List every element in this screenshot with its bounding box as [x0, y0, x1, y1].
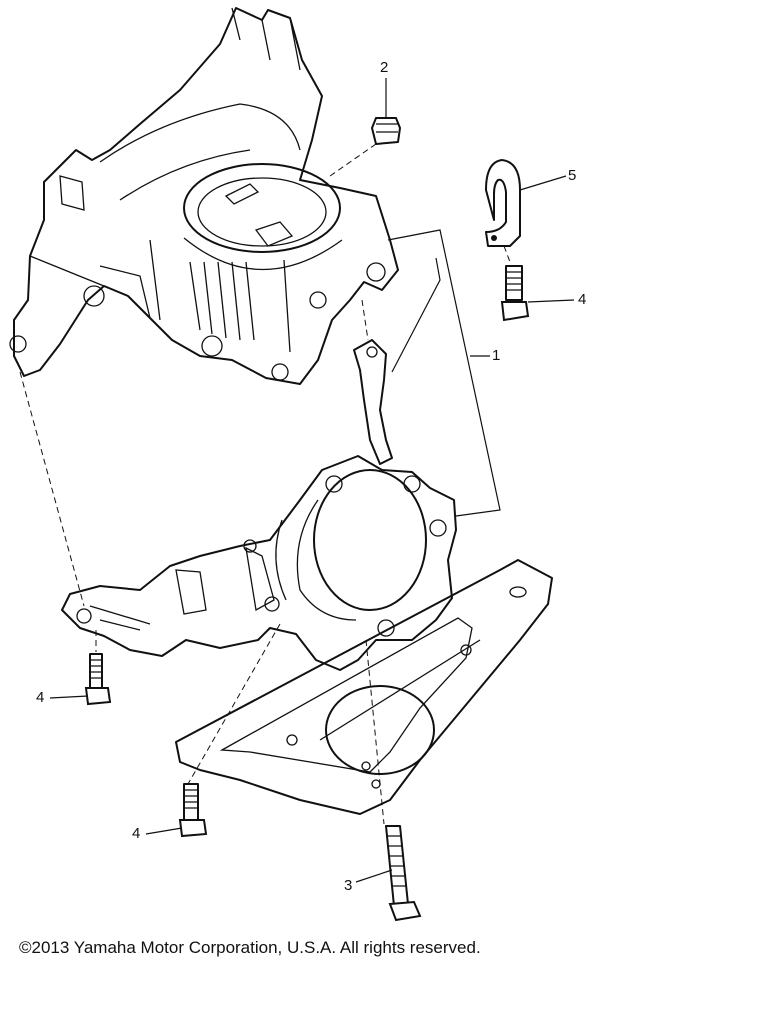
part-4-bolt-middle-left: [49, 653, 112, 706]
callout-2: 2: [380, 59, 389, 76]
skid-plate: [175, 559, 553, 815]
lower-crankcase: [61, 455, 457, 671]
copyright-notice: ©2013 Yamaha Motor Corporation, U.S.A. A…: [19, 938, 481, 957]
part-5-clamp: [485, 159, 567, 263]
callout-1: 1: [492, 347, 501, 364]
part-2-plug: [329, 78, 401, 177]
callout-3: 3: [344, 877, 353, 894]
part-4-bolt-upper-right: [500, 265, 575, 322]
part-1-bracket-leader: [387, 229, 501, 517]
assembly-guide-lines: [19, 299, 385, 825]
callout-4-middle-left: 4: [36, 689, 45, 706]
upper-crankcase: [9, 7, 399, 385]
part-3-long-bolt: [355, 825, 422, 922]
callout-4-lower-left: 4: [132, 825, 141, 842]
callout-5: 5: [568, 167, 577, 184]
crankcase-seal: [353, 339, 393, 465]
callout-4-upper-right: 4: [578, 291, 587, 308]
part-4-bolt-lower-left: [145, 783, 208, 838]
